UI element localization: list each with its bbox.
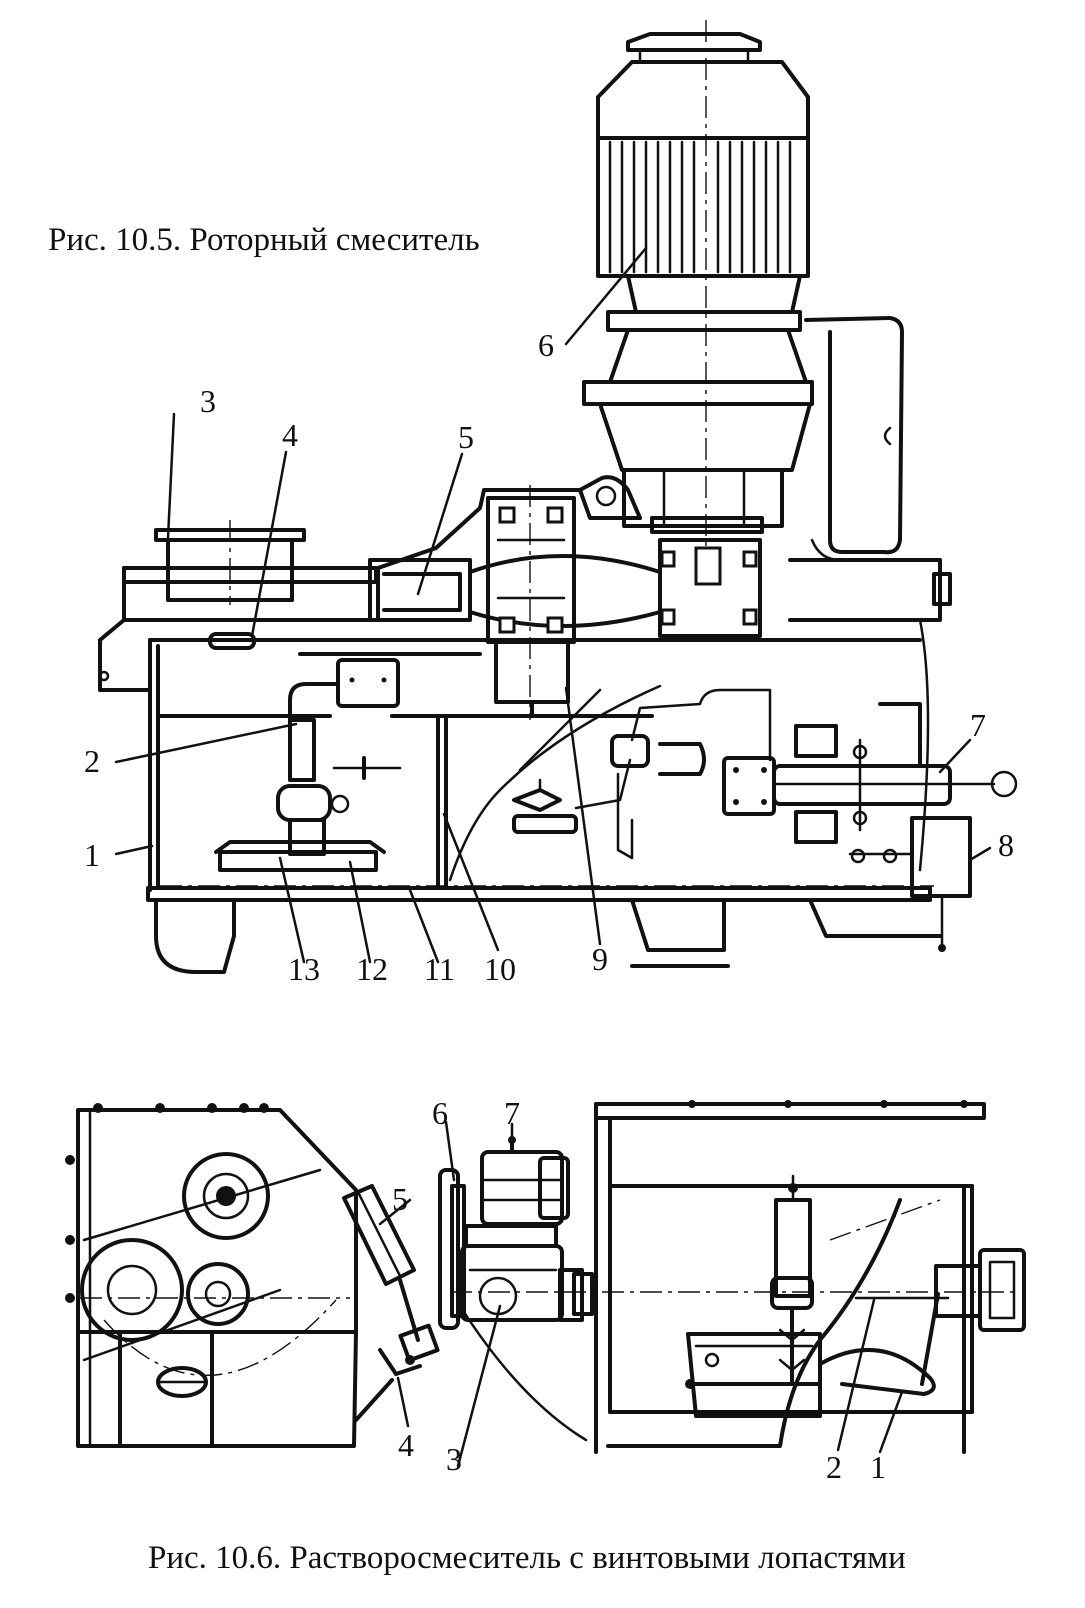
mixer-housing — [98, 488, 952, 974]
cooling-fins — [608, 140, 792, 274]
fig1-label-12: 12 — [356, 951, 388, 987]
electric-motor — [582, 32, 922, 562]
figure-10-6-leaders — [378, 1120, 904, 1468]
discharge-gate-actuator — [512, 688, 1018, 952]
mixer-drum — [594, 1100, 1026, 1454]
fig2-label-1: 1 — [870, 1449, 886, 1485]
end-view — [65, 1103, 440, 1448]
figure-10-5-drawing: 1 2 3 4 5 6 7 8 9 10 11 12 13 — [84, 20, 1018, 987]
rotor-gear-reducer — [368, 475, 762, 720]
fig1-label-11: 11 — [424, 951, 455, 987]
fig2-label-2: 2 — [826, 1449, 842, 1485]
fig2-label-5: 5 — [392, 1181, 408, 1217]
figure-10-6-caption: Рис. 10.6. Растворосмеситель с винтовыми… — [148, 1540, 906, 1576]
bearing-unit — [214, 658, 402, 872]
fig1-label-8: 8 — [998, 827, 1014, 863]
fig2-label-7: 7 — [504, 1095, 520, 1131]
fig2-label-4: 4 — [398, 1427, 414, 1463]
fig1-label-9: 9 — [592, 941, 608, 977]
fig2-label-6: 6 — [432, 1095, 448, 1131]
fig1-label-13: 13 — [288, 951, 320, 987]
loading-hopper — [154, 520, 306, 605]
fig1-label-6: 6 — [538, 327, 554, 363]
fig1-label-7: 7 — [970, 707, 986, 743]
fig1-label-10: 10 — [484, 951, 516, 987]
scraper-blade — [208, 632, 482, 656]
fig2-label-3: 3 — [446, 1441, 462, 1477]
drive-unit — [438, 1136, 1020, 1330]
fig1-label-5: 5 — [458, 419, 474, 455]
fig1-label-1: 1 — [84, 837, 100, 873]
figure-10-5-caption: Рис. 10.5. Роторный смеситель — [48, 222, 480, 258]
fig1-label-2: 2 — [84, 743, 100, 779]
figure-10-6-drawing: 1 2 3 4 5 6 7 — [65, 1095, 1026, 1485]
fig1-label-3: 3 — [200, 383, 216, 419]
fig1-label-4: 4 — [282, 417, 298, 453]
figure-10-5-leaders — [114, 246, 992, 964]
